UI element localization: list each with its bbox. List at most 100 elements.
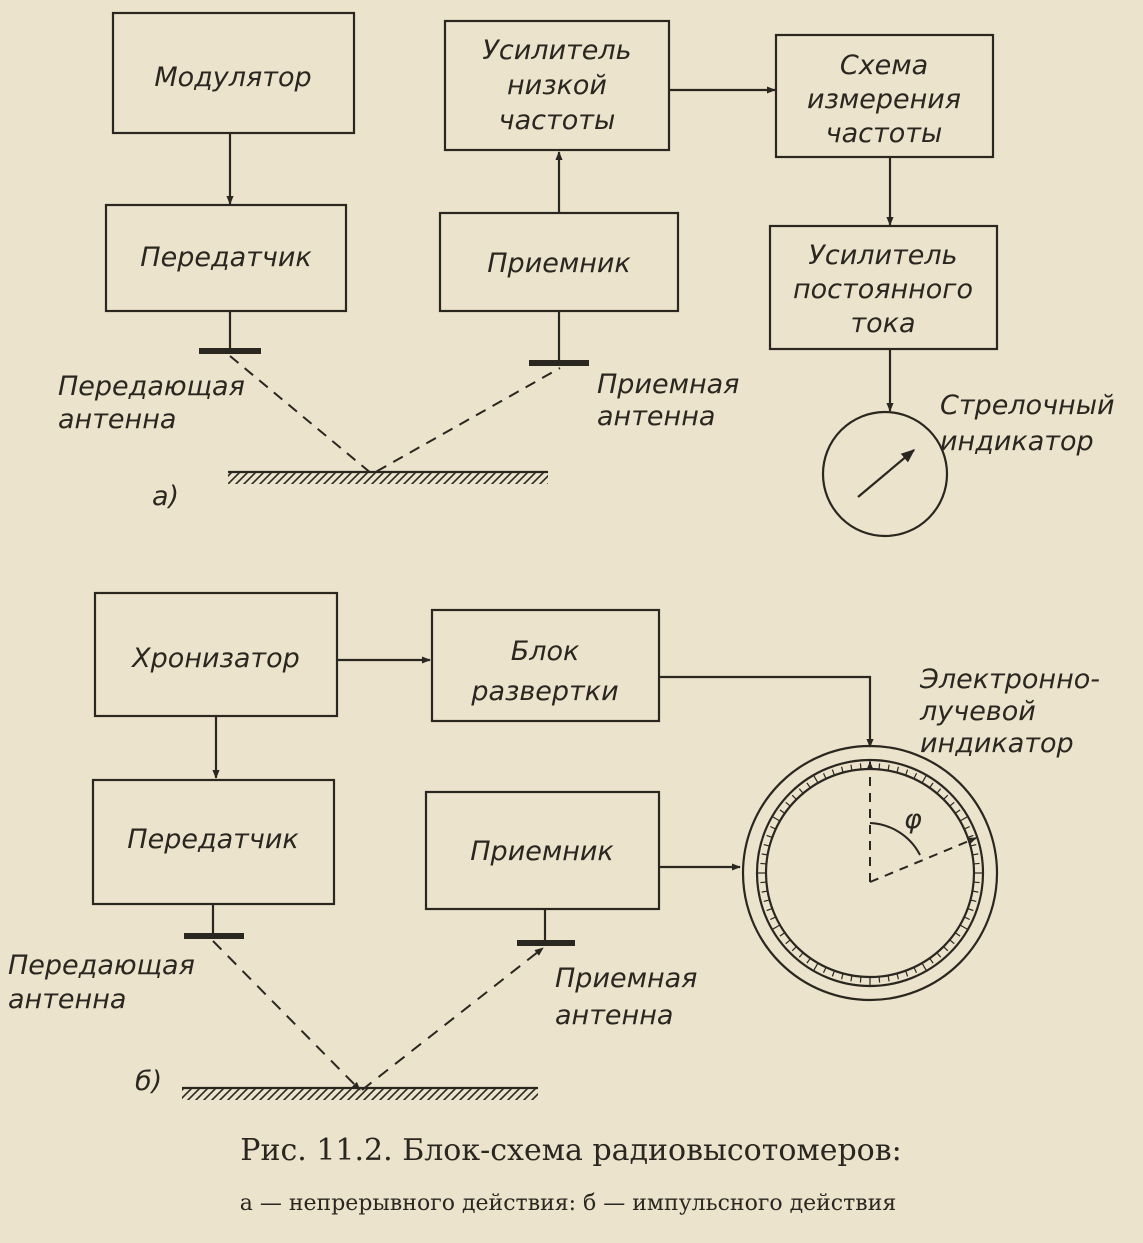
receiver-block-a: Приемник xyxy=(438,211,680,313)
crt-scale-ticks xyxy=(757,760,983,986)
modulator-label: Модулятор xyxy=(154,62,311,93)
lf-amplifier-label: Усилитель низкой частоты xyxy=(482,35,631,136)
scale-tick xyxy=(831,970,835,977)
scale-tick xyxy=(949,801,955,807)
label-line: Модулятор xyxy=(154,62,311,93)
ground-b xyxy=(182,1086,538,1100)
scale-tick xyxy=(967,908,974,912)
scale-tick xyxy=(798,952,804,958)
receiver-label-a: Приемник xyxy=(487,248,631,279)
scale-tick xyxy=(771,815,781,822)
label-line: постоянного xyxy=(793,274,973,305)
scale-tick xyxy=(954,809,961,814)
scale-tick xyxy=(972,890,979,893)
label-line: низкой xyxy=(507,70,607,101)
scale-tick xyxy=(831,769,835,776)
scale-tick xyxy=(812,962,819,972)
scale-tick xyxy=(850,975,853,982)
scale-tick xyxy=(760,862,767,865)
label-line: Хронизатор xyxy=(130,643,300,674)
tx-antenna-a xyxy=(199,311,261,354)
angle-phi-label: φ xyxy=(904,804,922,835)
scale-tick xyxy=(760,881,767,884)
label-line: развертки xyxy=(470,676,618,707)
scale-tick xyxy=(929,782,934,789)
label-line: Приемник xyxy=(470,836,614,867)
label-line: Стрелочный xyxy=(940,390,1115,421)
scale-tick xyxy=(779,932,786,937)
diagram-b: Хронизатор Блок развертки Передатчик Прие… xyxy=(8,591,1100,1100)
label-line: Передающая xyxy=(8,950,195,981)
scale-tick xyxy=(921,962,928,972)
synchronizer-block: Хронизатор xyxy=(93,591,339,718)
scale-tick xyxy=(905,970,909,977)
label-line: Передающая xyxy=(58,371,245,402)
transmitter-block-a: Передатчик xyxy=(104,203,348,313)
crt-indicator: φ xyxy=(741,744,999,1002)
scale-tick xyxy=(791,794,797,800)
scale-tick xyxy=(970,843,977,847)
label-line: антенна xyxy=(58,404,176,435)
scale-tick xyxy=(812,774,819,784)
rx-antenna-a xyxy=(529,311,589,366)
scale-tick xyxy=(779,809,786,814)
scale-tick xyxy=(771,924,781,931)
label-line: частоты xyxy=(499,105,616,136)
label-line: антенна xyxy=(597,401,715,432)
reflection-path-b-up xyxy=(361,947,544,1091)
scale-tick xyxy=(761,890,768,893)
scale-tick xyxy=(806,957,811,964)
diagram-a: Модулятор Передатчик Приемник Усилитель н… xyxy=(58,11,1115,538)
scale-tick xyxy=(972,853,979,856)
scale-tick xyxy=(791,946,797,952)
scale-tick xyxy=(763,899,770,903)
scale-tick xyxy=(943,946,949,952)
label-line: Передатчик xyxy=(127,824,299,855)
scale-tick xyxy=(770,916,776,921)
transmitter-block-b: Передатчик xyxy=(91,778,336,906)
label-line: измерения xyxy=(807,84,961,115)
label-line: Приемная xyxy=(597,369,739,400)
scale-tick xyxy=(929,957,934,964)
scale-tick xyxy=(806,782,811,789)
scale-tick xyxy=(959,815,969,822)
label-line: антенна xyxy=(555,1000,673,1031)
label-line: Усилитель xyxy=(808,240,957,271)
scale-tick xyxy=(905,769,909,776)
scale-tick xyxy=(959,924,969,931)
scale-tick xyxy=(913,967,918,973)
label-line: тока xyxy=(850,308,915,339)
label-line: индикатор xyxy=(920,728,1074,759)
scale-tick xyxy=(887,764,890,771)
scale-tick xyxy=(921,774,928,784)
scale-tick xyxy=(896,766,900,773)
sweep-unit-block: Блок развертки xyxy=(430,608,661,723)
label-line: Блок xyxy=(511,636,580,667)
label-line: Электронно- xyxy=(919,664,1100,695)
scale-tick xyxy=(763,843,770,847)
label-line: Усилитель xyxy=(482,35,631,66)
scale-tick xyxy=(859,763,862,770)
tx-antenna-b xyxy=(184,904,244,939)
lf-amplifier-block: Усилитель низкой частоты xyxy=(443,19,671,152)
ground-a xyxy=(228,470,548,484)
part-label-b: б) xyxy=(135,1066,162,1097)
scale-tick xyxy=(896,973,900,980)
scale-tick xyxy=(936,788,942,794)
caption-subtitle: а — непрерывного действия: б — импульсно… xyxy=(240,1191,896,1216)
arrow-sweep-to-crt xyxy=(659,675,874,748)
scale-tick xyxy=(887,975,890,982)
scale-tick xyxy=(822,773,827,779)
label-line: лучевой xyxy=(919,696,1036,727)
sweep-unit-label: Блок развертки xyxy=(470,636,618,707)
scale-tick xyxy=(954,932,961,937)
receiver-label-b: Приемник xyxy=(470,836,614,867)
